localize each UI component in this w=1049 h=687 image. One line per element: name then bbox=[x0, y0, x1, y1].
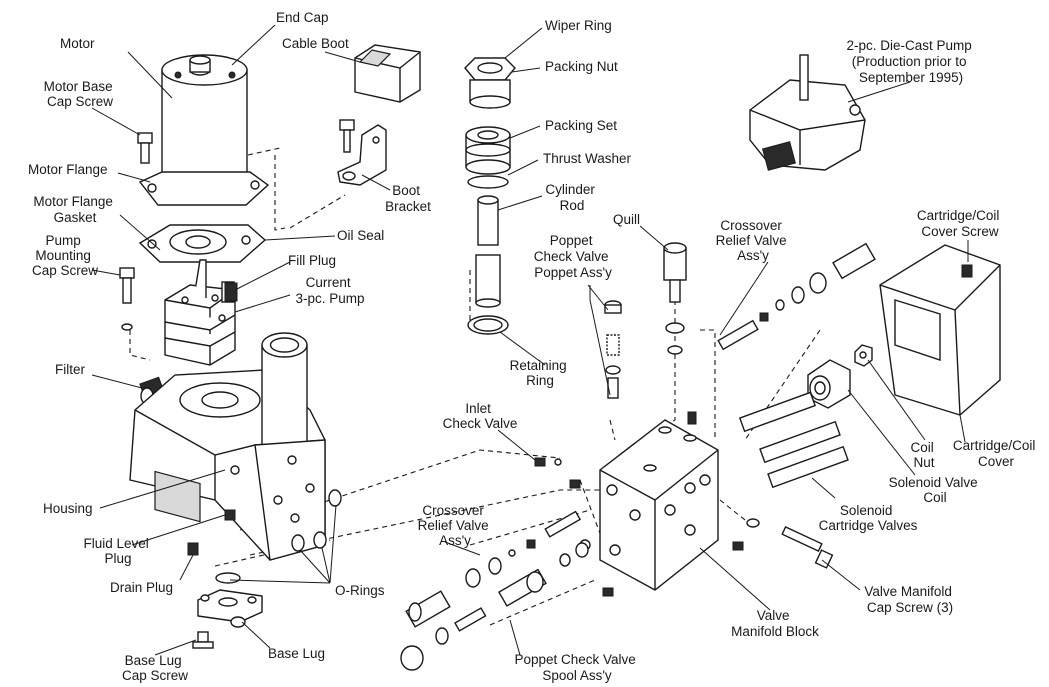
base-lug bbox=[197, 589, 263, 628]
pump-mounting-cap-screw bbox=[119, 267, 135, 331]
motor-flange-gasket bbox=[138, 224, 267, 263]
label-cartridge-coil-cover: Cartridge/Coil Cover bbox=[953, 438, 1039, 469]
coil-nut bbox=[854, 344, 873, 367]
crossover-relief-valve-bottom bbox=[405, 510, 582, 628]
leader-lines bbox=[91, 24, 969, 656]
cartridge-coil-cover bbox=[879, 244, 1001, 416]
label-wiper-ring: Wiper Ring bbox=[545, 18, 612, 33]
label-end-cap: End Cap bbox=[276, 10, 329, 25]
motor-base-cap-screw bbox=[137, 132, 153, 164]
label-motor-flange: Motor Flange bbox=[28, 162, 108, 177]
label-cable-boot: Cable Boot bbox=[282, 36, 349, 51]
label-fill-plug: Fill Plug bbox=[288, 253, 336, 268]
label-fluid-level-plug: Fluid Level Plug bbox=[83, 536, 152, 566]
label-drain-plug: Drain Plug bbox=[110, 580, 173, 595]
retaining-ring bbox=[467, 315, 509, 335]
solenoid-cartridge-valves bbox=[738, 391, 849, 489]
label-poppet-check-valve-poppet: Poppet Check Valve Poppet Ass'y bbox=[534, 233, 613, 280]
solenoid-valve-coil bbox=[807, 359, 851, 409]
label-current-pump: Current 3-pc. Pump bbox=[295, 275, 364, 306]
motor-flange bbox=[138, 171, 270, 206]
drain-plug bbox=[187, 542, 199, 556]
boot-bracket bbox=[337, 119, 387, 186]
current-3pc-pump bbox=[164, 259, 236, 366]
label-solenoid-valve-coil: Solenoid Valve Coil bbox=[889, 475, 982, 505]
packing-set bbox=[465, 126, 511, 189]
label-o-rings: O-Rings bbox=[335, 583, 385, 598]
label-crossover-relief-valve-bottom: Crossover Relief Valve Ass'y bbox=[418, 503, 493, 548]
label-housing: Housing bbox=[43, 501, 93, 516]
label-packing-set: Packing Set bbox=[545, 118, 617, 133]
label-crossover-relief-valve-top: Crossover Relief Valve Ass'y bbox=[716, 218, 791, 263]
quill bbox=[663, 242, 687, 355]
label-die-cast-pump: 2-pc. Die-Cast Pump (Production prior to… bbox=[846, 38, 975, 85]
cable-boot bbox=[354, 44, 421, 103]
label-retaining-ring: Retaining Ring bbox=[510, 358, 571, 388]
base-lug-cap-screw bbox=[192, 631, 214, 649]
label-motor: Motor bbox=[60, 36, 95, 51]
cylinder-rod bbox=[475, 195, 501, 308]
label-oil-seal: Oil Seal bbox=[337, 228, 384, 243]
housing bbox=[129, 332, 326, 561]
label-cartridge-coil-cover-screw: Cartridge/Coil Cover Screw bbox=[917, 208, 1003, 239]
inlet-check-valve bbox=[554, 458, 562, 466]
poppet-check-valve-poppet bbox=[604, 300, 622, 399]
label-thrust-washer: Thrust Washer bbox=[543, 151, 632, 166]
label-base-lug: Base Lug bbox=[268, 646, 325, 661]
label-base-lug-cap-screw: Base Lug Cap Screw bbox=[122, 653, 188, 683]
label-packing-nut: Packing Nut bbox=[545, 59, 618, 74]
label-inlet-check-valve: Inlet Check Valve bbox=[443, 401, 518, 431]
label-quill: Quill bbox=[613, 212, 640, 227]
label-cylinder-rod: Cylinder Rod bbox=[545, 182, 598, 213]
crossover-relief-valve-top bbox=[717, 242, 876, 351]
label-poppet-check-valve-spool: Poppet Check Valve Spool Ass'y bbox=[514, 652, 639, 683]
callout-labels: End Cap Motor Cable Boot Wiper Ring Pack… bbox=[28, 10, 1039, 683]
die-cast-pump-2pc bbox=[749, 54, 866, 171]
label-boot-bracket: Boot Bracket bbox=[385, 183, 431, 214]
valve-manifold-block bbox=[534, 411, 760, 597]
label-solenoid-cartridge-valves: Solenoid Cartridge Valves bbox=[819, 503, 918, 533]
label-valve-manifold-block: Valve Manifold Block bbox=[731, 608, 819, 639]
label-filter: Filter bbox=[55, 362, 86, 377]
label-coil-nut: Coil Nut bbox=[910, 440, 937, 470]
valve-manifold-cap-screw bbox=[781, 525, 834, 569]
packing-nut bbox=[464, 57, 516, 109]
poppet-check-valve-spool bbox=[400, 542, 589, 671]
label-motor-base-cap-screw: Motor Base Cap Screw bbox=[44, 79, 117, 109]
fill-plug bbox=[224, 282, 238, 302]
label-valve-manifold-cap-screw: Valve Manifold Cap Screw (3) bbox=[864, 584, 955, 615]
label-pump-mounting-cap-screw: Pump Mounting Cap Screw bbox=[32, 233, 98, 278]
label-motor-flange-gasket: Motor Flange Gasket bbox=[33, 194, 116, 225]
